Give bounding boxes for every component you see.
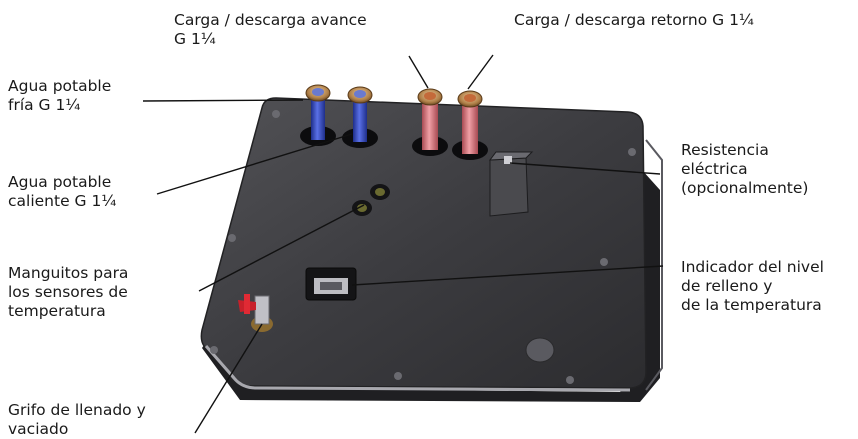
corner-screw	[600, 258, 608, 266]
pipe-flow	[417, 88, 443, 150]
leader-carga-avance	[408, 55, 429, 89]
plate-front-rim	[204, 345, 631, 392]
leader-carga-retorno	[467, 54, 494, 90]
corner-screw	[628, 148, 636, 156]
leader-manguitos	[198, 204, 365, 292]
leader-grifo	[194, 323, 263, 434]
label-agua-fria: Agua potable fría G 1¼	[8, 77, 112, 114]
leader-agua-fria	[142, 99, 304, 102]
corner-screw	[210, 346, 218, 354]
heating-element-box	[488, 151, 534, 217]
corner-screw	[566, 376, 574, 384]
label-grifo: Grifo de llenado y vaciado	[8, 401, 146, 438]
label-resistencia: Resistencia eléctrica (opcionalmente)	[681, 141, 809, 197]
plate-top	[200, 97, 647, 389]
sensor-sleeves	[352, 184, 390, 216]
plate-right-edge	[645, 139, 663, 391]
label-manguitos: Manguitos para los sensores de temperatu…	[8, 264, 129, 320]
corner-screw	[228, 234, 236, 242]
pipe-hot-water	[347, 86, 373, 142]
round-cap	[525, 337, 555, 363]
leader-resistencia	[509, 162, 661, 175]
pipe-return	[457, 90, 483, 154]
leader-agua-caliente	[156, 133, 353, 195]
pipe-cold-water	[305, 84, 331, 140]
leader-indicador	[351, 265, 664, 286]
label-carga-retorno: Carga / descarga retorno G 1¼	[514, 11, 754, 29]
corner-screw	[394, 372, 402, 380]
level-indicator	[305, 267, 357, 301]
label-indicador: Indicador del nivel de relleno y de la t…	[681, 258, 824, 314]
lid-plate	[200, 97, 663, 402]
label-agua-caliente: Agua potable caliente G 1¼	[8, 173, 117, 210]
label-carga-avance: Carga / descarga avance G 1¼	[174, 11, 367, 48]
corner-screw	[272, 110, 280, 118]
leader-lines	[142, 54, 664, 434]
